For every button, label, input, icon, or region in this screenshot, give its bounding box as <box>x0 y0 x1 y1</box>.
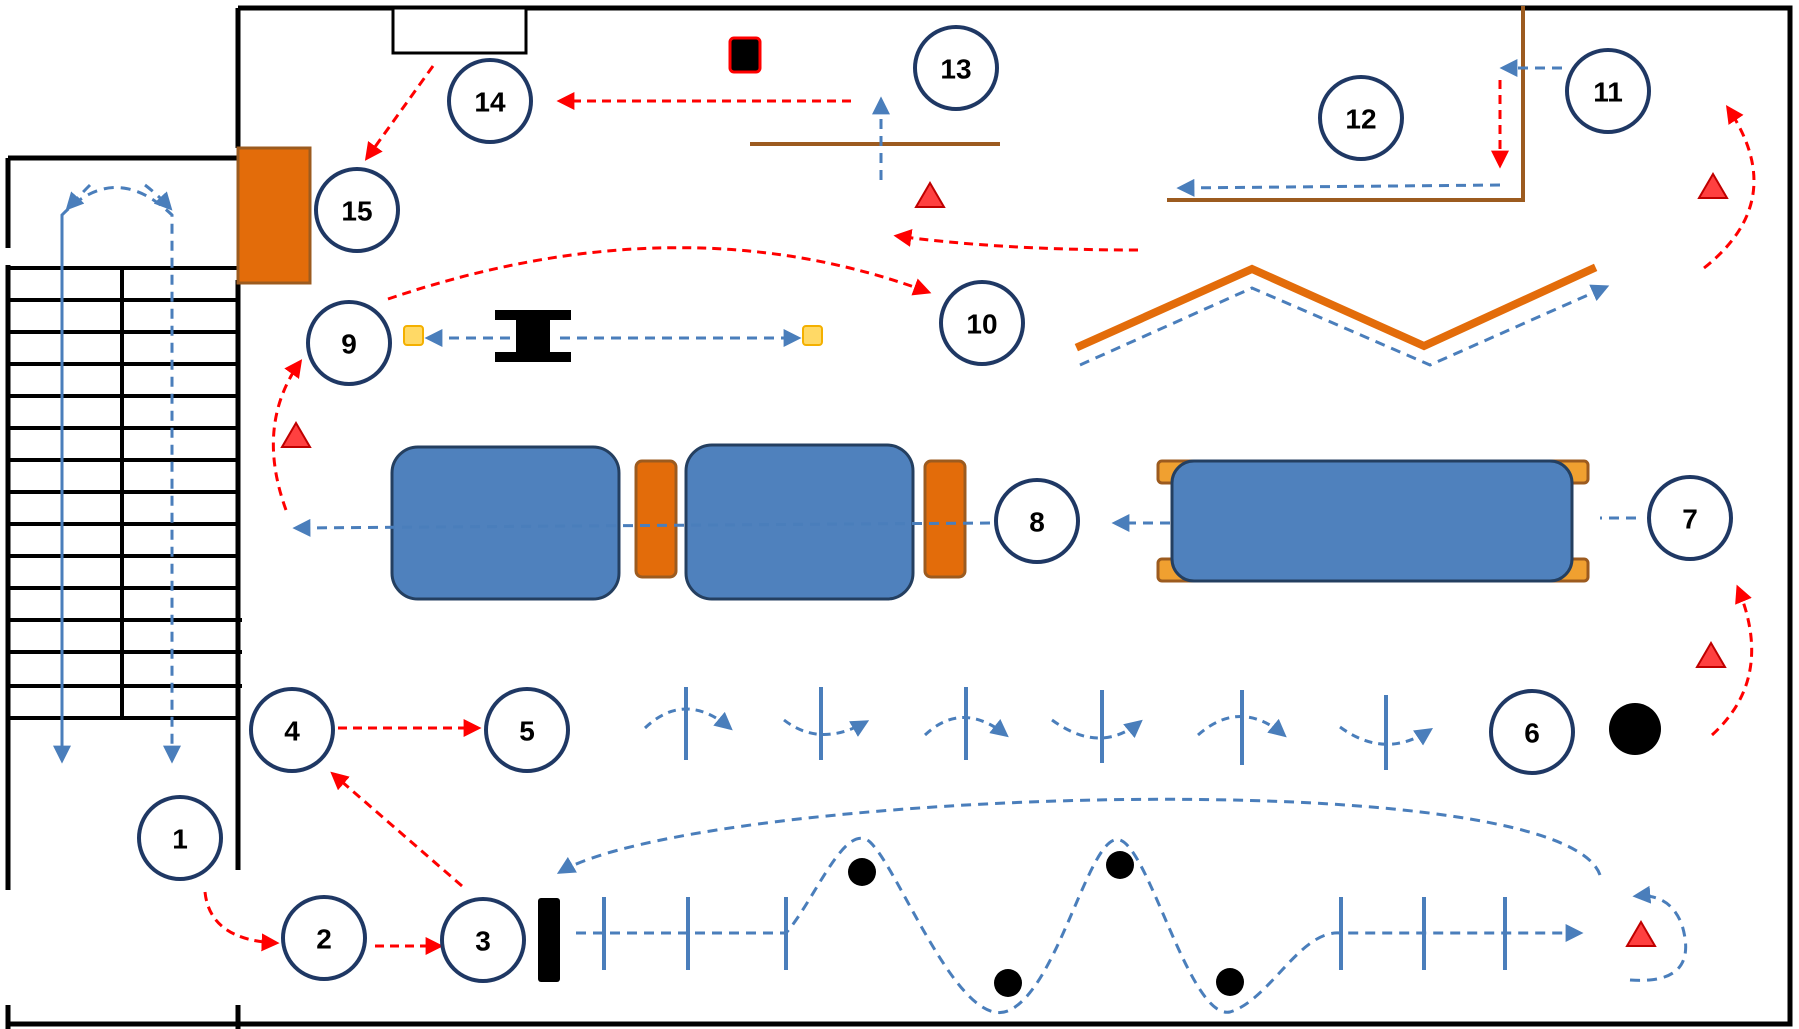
blue-paths <box>292 59 1688 1014</box>
mats-station-8 <box>390 443 967 601</box>
station-6-label: 6 <box>1524 718 1540 749</box>
mat-icon <box>684 443 915 601</box>
station-circles <box>137 25 1733 983</box>
bench-mat-station-7 <box>1156 459 1590 583</box>
cone-icon <box>280 421 312 448</box>
station-2-circle <box>281 895 367 981</box>
station-11-circle <box>1565 48 1651 134</box>
ball-icon <box>1216 968 1244 996</box>
ladder-path <box>53 183 181 764</box>
station-1-label: 1 <box>172 824 188 855</box>
station-14-label: 14 <box>474 87 506 118</box>
station-labels: 1 2 3 4 5 6 7 8 9 10 11 12 13 14 15 <box>172 54 1698 957</box>
station-5-circle <box>484 687 570 773</box>
mat-icon <box>390 445 621 601</box>
station-1-circle <box>137 795 223 881</box>
cone-icon <box>1625 920 1657 947</box>
station-15-label: 15 <box>341 196 372 227</box>
station-2-label: 2 <box>316 924 332 955</box>
cones <box>280 172 1729 947</box>
bench-icon <box>634 459 678 579</box>
station-10-label: 10 <box>966 309 997 340</box>
red-box-icon <box>728 36 762 74</box>
cone-icon <box>1697 172 1729 199</box>
station-4-circle <box>249 687 335 773</box>
hurdle-row-arcs <box>643 707 1433 746</box>
station-7-circle <box>1647 475 1733 561</box>
station-4-label: 4 <box>284 716 300 747</box>
hurdle-row <box>684 687 1388 770</box>
room-walls <box>5 5 1793 1029</box>
station-9-label: 9 <box>341 329 357 360</box>
station-14-box <box>391 6 528 55</box>
station-9-circle <box>306 300 392 386</box>
hurdle-black-icon <box>495 310 571 362</box>
start-block-icon <box>538 898 560 982</box>
station-12-label: 12 <box>1345 104 1376 135</box>
station-14-circle <box>447 58 533 144</box>
zigzag-beam-icon <box>1074 263 1598 352</box>
station-8-label: 8 <box>1029 507 1045 538</box>
station-12-circle <box>1318 75 1404 161</box>
beams <box>750 6 1598 352</box>
marker-yellow-icon <box>403 325 424 346</box>
balls <box>848 703 1661 997</box>
station-15-circle <box>314 167 400 253</box>
beam-icon <box>1167 6 1525 202</box>
station-6-circle <box>1489 689 1575 775</box>
station-11-label: 11 <box>1593 77 1623 108</box>
station-15-block <box>236 146 312 285</box>
station-3-label: 3 <box>475 926 491 957</box>
bench-icon <box>923 459 967 579</box>
ball-icon <box>994 969 1022 997</box>
marker-yellow-icon <box>802 325 823 346</box>
ball-icon <box>1609 703 1661 755</box>
station-7-label: 7 <box>1682 504 1698 535</box>
station-3-circle <box>440 897 526 983</box>
ball-icon <box>1106 851 1134 879</box>
station-5-label: 5 <box>519 716 535 747</box>
station-10-circle <box>939 280 1025 366</box>
ball-icon <box>848 858 876 886</box>
red-paths <box>203 65 1756 955</box>
cone-icon <box>1695 641 1727 668</box>
mat-icon <box>1170 459 1574 583</box>
station-8-circle <box>994 478 1080 564</box>
station-13-label: 13 <box>940 54 971 85</box>
ladder-icon <box>8 266 242 720</box>
station-13-circle <box>913 25 999 111</box>
cone-icon <box>914 181 946 208</box>
